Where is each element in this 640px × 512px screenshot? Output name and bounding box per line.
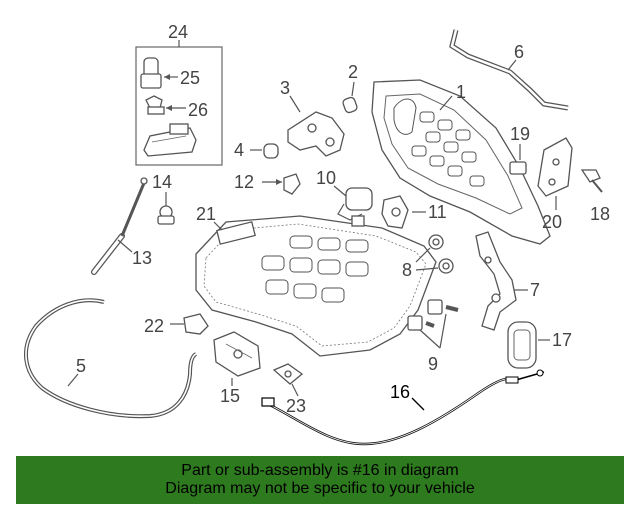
- callout-5: 5: [76, 356, 86, 376]
- part-11-latch[interactable]: [381, 195, 426, 229]
- callout-12: 12: [234, 172, 254, 192]
- part-26-clip[interactable]: [145, 95, 186, 115]
- callout-24: 24: [168, 22, 188, 42]
- callout-7: 7: [530, 280, 540, 300]
- part-8-bolts[interactable]: [415, 234, 454, 274]
- info-banner: Part or sub-assembly is #16 in diagram D…: [16, 456, 624, 504]
- callout-11: 11: [428, 202, 447, 222]
- callout-14: 14: [152, 172, 172, 192]
- callout-3: 3: [280, 78, 290, 98]
- callout-2: 2: [348, 62, 358, 82]
- part-group-24: [135, 40, 223, 166]
- callout-10: 10: [316, 168, 336, 188]
- callout-18: 18: [590, 204, 610, 224]
- part-13-hood-strut[interactable]: [91, 177, 148, 275]
- callout-1: 1: [456, 82, 466, 102]
- part-4-grommet[interactable]: [250, 143, 279, 159]
- callout-21: 21: [196, 204, 216, 224]
- part-22-clip[interactable]: [170, 313, 209, 335]
- callout-6: 6: [514, 42, 524, 62]
- part-9-bolts[interactable]: [407, 299, 459, 349]
- part-5-hood-seal[interactable]: [23, 298, 198, 419]
- banner-line-2: Diagram may not be specific to your vehi…: [165, 480, 475, 497]
- callout-8: 8: [402, 260, 412, 280]
- callout-23: 23: [286, 396, 306, 416]
- part-23-clip[interactable]: [272, 363, 304, 397]
- part-14-ball-stud[interactable]: [157, 192, 175, 225]
- part-25-clip[interactable]: [140, 57, 178, 89]
- callout-16: 16: [390, 382, 410, 402]
- callout-labels: 1 2 3 4 5 6 7 8 9 10 11 12 13 14 15 16 1…: [76, 22, 610, 416]
- part-20-bracket[interactable]: [537, 137, 573, 210]
- part-6-prop-rod[interactable]: [449, 29, 569, 111]
- part-12-clip[interactable]: [262, 173, 301, 195]
- part-24-latch[interactable]: [143, 123, 197, 157]
- part-10-hood-switch[interactable]: [333, 185, 373, 227]
- banner-line-1: Part or sub-assembly is #16 in diagram: [181, 462, 459, 479]
- callout-15: 15: [220, 386, 240, 406]
- part-2-hood-bumper[interactable]: [342, 81, 358, 114]
- callout-22: 22: [144, 316, 164, 336]
- part-19-nut[interactable]: [509, 144, 527, 175]
- callout-25: 25: [180, 68, 200, 88]
- callout-4: 4: [234, 140, 244, 160]
- part-15-latch[interactable]: [213, 331, 261, 386]
- callout-20: 20: [542, 212, 562, 232]
- part-21-hood-insulator[interactable]: [195, 215, 437, 357]
- callout-9: 9: [428, 354, 438, 374]
- callout-17: 17: [552, 330, 572, 350]
- part-7-hood-hinge[interactable]: [475, 231, 528, 331]
- part-17-latch-cover[interactable]: [507, 321, 550, 369]
- part-18-screw[interactable]: [580, 169, 603, 193]
- part-1-hood-panel[interactable]: [371, 79, 551, 245]
- callout-19: 19: [510, 124, 530, 144]
- part-16-hood-release-cable[interactable]: [261, 369, 545, 446]
- callout-13: 13: [132, 248, 152, 268]
- part-3-bracket[interactable]: [287, 95, 345, 157]
- callout-26: 26: [188, 100, 208, 120]
